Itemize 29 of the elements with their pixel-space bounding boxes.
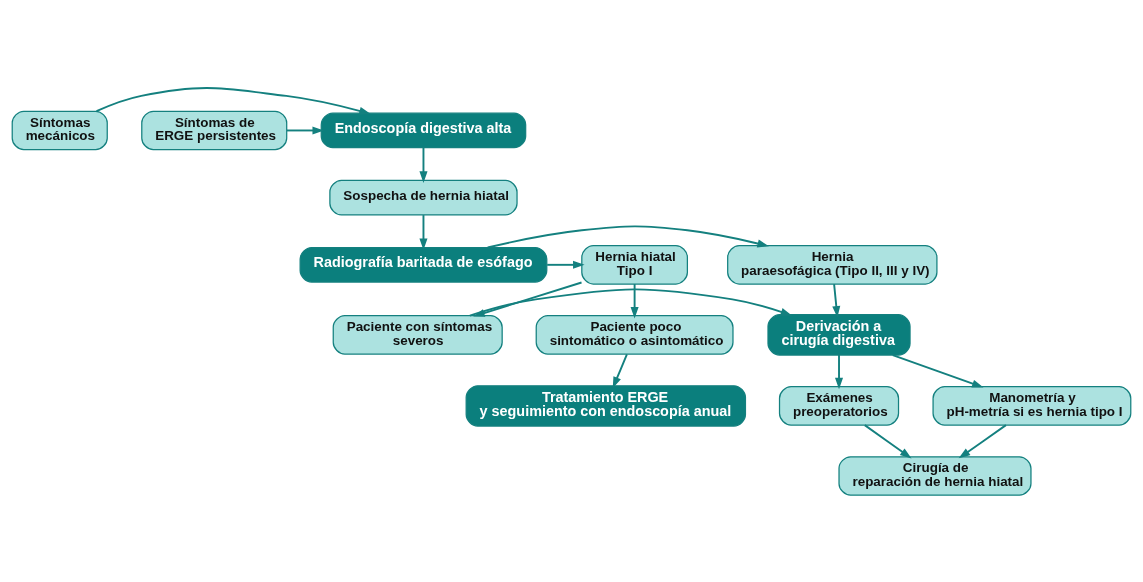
arrow — [863, 423, 912, 458]
arrow — [486, 224, 769, 248]
node-box: Síntomas mecánicos — [11, 110, 108, 150]
arrow — [891, 353, 984, 388]
arrow — [419, 146, 428, 183]
arrow — [95, 86, 371, 115]
node-box: Paciente con síntomas severos — [332, 314, 503, 355]
node-box: Hernia paraesofágica (Tipo II, III y IV) — [727, 244, 938, 285]
node-box: Síntomas de ERGE persistentes — [141, 110, 288, 150]
arrow — [419, 213, 428, 250]
node-box: Hernia hiatal Tipo I — [581, 244, 688, 285]
node-box: Cirugía de reparación de hernia hiatal — [838, 455, 1032, 496]
node-box: Tratamiento ERGE y seguimiento con endoscopía anual — [465, 384, 747, 427]
arrow — [958, 423, 1007, 458]
node-box: Manometría y pH-metría si es hernia tipo I — [932, 385, 1132, 426]
node-box: Sospecha de hernia hiatal — [329, 179, 518, 216]
node-box: Exámenes preoperatorios — [778, 385, 900, 426]
node-box: Radiografía baritada de esófago — [299, 246, 548, 283]
node-box: Endoscopía digestiva alta — [320, 112, 527, 148]
arrow — [468, 287, 793, 317]
arrow — [834, 353, 844, 389]
arrow — [286, 125, 324, 134]
arrow — [832, 282, 841, 318]
node-box: Derivación a cirugía digestiva — [767, 313, 911, 356]
arrow — [473, 281, 583, 317]
node-box: Paciente poco sintomático o asintomático — [535, 314, 734, 355]
arrow — [546, 260, 585, 269]
arrow — [612, 352, 628, 388]
arrow — [630, 282, 639, 319]
